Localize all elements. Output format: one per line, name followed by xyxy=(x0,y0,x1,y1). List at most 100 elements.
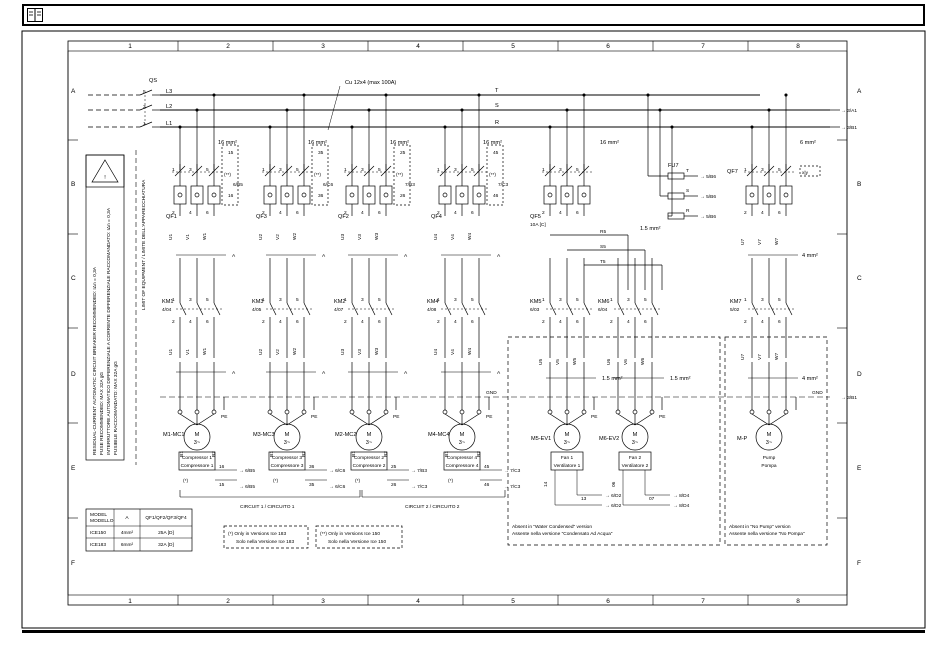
km-term: 3 xyxy=(559,297,562,303)
breaker-name: QF1 xyxy=(166,214,177,220)
breaker-term: 4 xyxy=(189,210,192,216)
aux-term: 26 xyxy=(400,193,406,199)
breaker-contact xyxy=(766,192,772,198)
wire-size: 16 mm² xyxy=(218,140,237,146)
model-table xyxy=(85,508,193,552)
motor-terminal xyxy=(476,409,482,415)
breaker-pole xyxy=(762,185,776,205)
busbar-note-leader xyxy=(327,85,341,131)
phase-tag: V7 xyxy=(757,239,763,245)
junction xyxy=(750,125,754,129)
breaker-term: 1 xyxy=(437,167,440,173)
breaker-name: QF7 xyxy=(727,169,738,175)
breaker-contact xyxy=(194,192,200,198)
wire xyxy=(368,413,387,426)
grid-row-left: F xyxy=(71,560,75,567)
junction xyxy=(646,93,650,97)
breaker-star: (**) xyxy=(489,172,496,178)
grid-row-right: E xyxy=(857,465,862,472)
km-term: 2 xyxy=(744,319,747,325)
junction xyxy=(195,108,199,112)
wire xyxy=(634,413,653,426)
wire-a: A xyxy=(404,253,408,259)
km-term: 4 xyxy=(761,319,764,325)
fan-wire-label: T5 xyxy=(600,259,606,265)
phase-tag: U1 xyxy=(168,234,174,240)
fan-wire-label: S5 xyxy=(600,244,606,250)
phase-tag: W4 xyxy=(467,347,473,355)
junction xyxy=(767,108,771,112)
km-term: 3 xyxy=(279,297,282,303)
motor-aux-ref: → 7/C3 xyxy=(411,484,428,490)
breaker-pole xyxy=(263,185,277,205)
motor-symbol xyxy=(448,423,476,451)
breaker-pole xyxy=(345,185,359,205)
junction xyxy=(302,93,306,97)
km-term: 6 xyxy=(778,319,781,325)
motor-symbol xyxy=(183,423,211,451)
wire-a: A xyxy=(497,253,501,259)
motor-symbol xyxy=(355,423,383,451)
phase-tag: W3 xyxy=(374,232,380,240)
km-term: 2 xyxy=(172,319,175,325)
page-header xyxy=(22,4,925,26)
breaker-term: 6 xyxy=(296,210,299,216)
phase-tag: V2 xyxy=(275,349,281,355)
motor-aux-ref: → 8/D4 xyxy=(673,493,690,499)
breaker-switch xyxy=(456,165,468,177)
breaker-pole xyxy=(297,185,311,205)
motor-desc-box xyxy=(443,451,481,471)
motor-terminal xyxy=(383,409,389,415)
wire-a: A xyxy=(322,253,326,259)
busbar-out: → 3/B1 xyxy=(841,125,857,131)
km-name: KM3 xyxy=(252,299,264,305)
absent-pump-box xyxy=(724,336,828,546)
note-box xyxy=(315,525,403,549)
aux-term: 35 xyxy=(318,150,324,156)
breaker-contact xyxy=(749,192,755,198)
motor-aux-term: 13 xyxy=(581,496,587,502)
breaker-pole xyxy=(190,185,204,205)
breaker-contact xyxy=(581,192,587,198)
wire xyxy=(751,413,770,426)
contact xyxy=(351,302,359,316)
km-ref: 4/07 xyxy=(334,307,344,313)
aux-term: 16 xyxy=(228,193,234,199)
breaker-switch xyxy=(561,165,573,177)
km-term: 5 xyxy=(471,297,474,303)
breaker-pole xyxy=(745,185,759,205)
circuit-label: CIRCUIT 2 / CIRCUITO 2 xyxy=(405,504,460,510)
breaker-term: 4 xyxy=(761,210,764,216)
km-ref: 5/02 xyxy=(730,307,740,313)
motor-desc: Fan 2 xyxy=(629,455,642,461)
breaker-pole xyxy=(438,185,452,205)
junction xyxy=(350,125,354,129)
motor-aux-term: 25 xyxy=(391,464,397,470)
motor-name: M5-EV1 xyxy=(531,436,551,442)
motor-desc-box xyxy=(550,451,584,471)
breaker-switch xyxy=(439,165,451,177)
breaker-term: 2 xyxy=(172,210,175,216)
fuse-body xyxy=(667,172,685,180)
km-ref: 4/04 xyxy=(162,307,172,313)
wire-size: 16 mm² xyxy=(483,140,502,146)
wire xyxy=(286,413,305,426)
busbar-phase: T xyxy=(495,88,499,94)
motor-terminal xyxy=(349,409,355,415)
breaker-rating: 10A [C] xyxy=(530,222,546,228)
km-term: 5 xyxy=(644,297,647,303)
wire-size: 16 mm² xyxy=(308,140,327,146)
motor-aux-term: 16 xyxy=(219,464,225,470)
pe-label: PE xyxy=(393,414,399,420)
wire-size: 1.5 mm² xyxy=(602,376,623,382)
motor-phase: 3~ xyxy=(284,440,291,446)
breaker-pole xyxy=(173,185,187,205)
fuse-out: → 5/B6 xyxy=(700,174,716,180)
km-ref: 4/05 xyxy=(252,307,262,313)
warning-symbol: ! xyxy=(104,175,106,181)
aux-box xyxy=(311,144,329,206)
motor-aux-ref: → 7/B3 xyxy=(411,468,427,474)
phase-tag: U1 xyxy=(168,349,174,355)
breaker-pole xyxy=(560,185,574,205)
